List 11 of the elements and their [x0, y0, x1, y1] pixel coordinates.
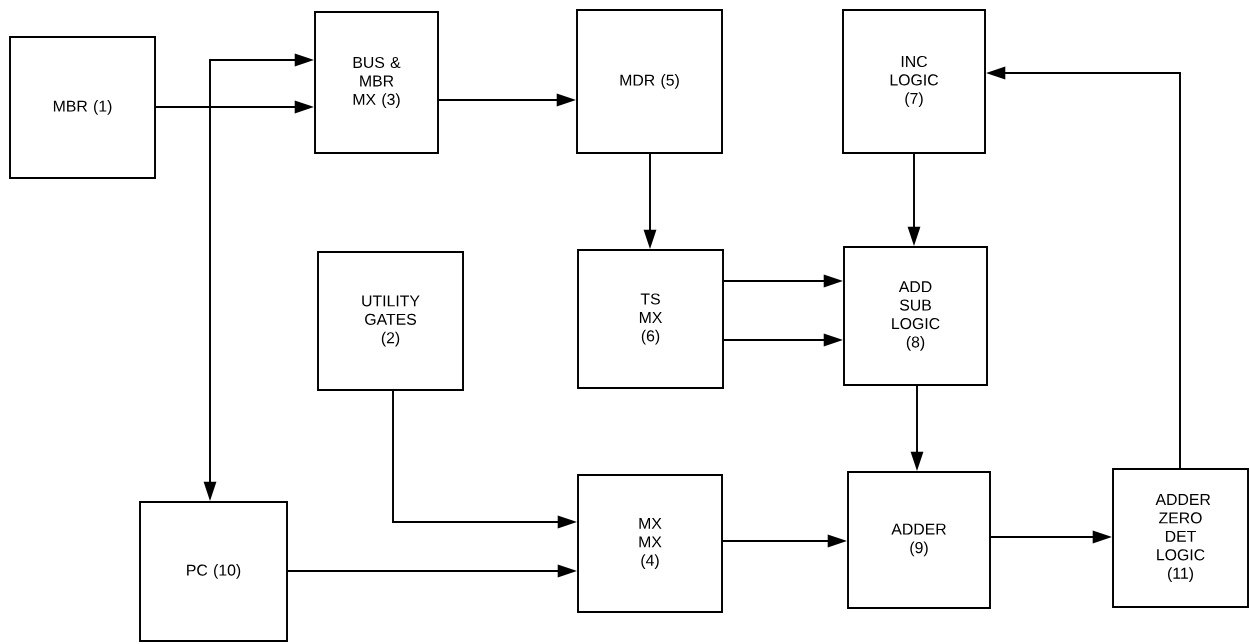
- block-box: UTILITY GATES (2): [317, 251, 464, 391]
- block-box: ADDER ZERO DET LOGIC (11): [1112, 468, 1249, 608]
- block-box: INC LOGIC (7): [842, 9, 986, 154]
- block-box: MBR (1): [9, 36, 156, 179]
- block-box: BUS & MBR MX (3): [314, 11, 439, 154]
- block-box: PC (10): [139, 501, 288, 642]
- block-box: MX MX (4): [577, 474, 723, 613]
- block-box: ADDER (9): [847, 471, 991, 609]
- block-box: TS MX (6): [577, 249, 724, 389]
- block-box: ADD SUB LOGIC (8): [843, 246, 988, 386]
- block-box: MDR (5): [576, 9, 723, 154]
